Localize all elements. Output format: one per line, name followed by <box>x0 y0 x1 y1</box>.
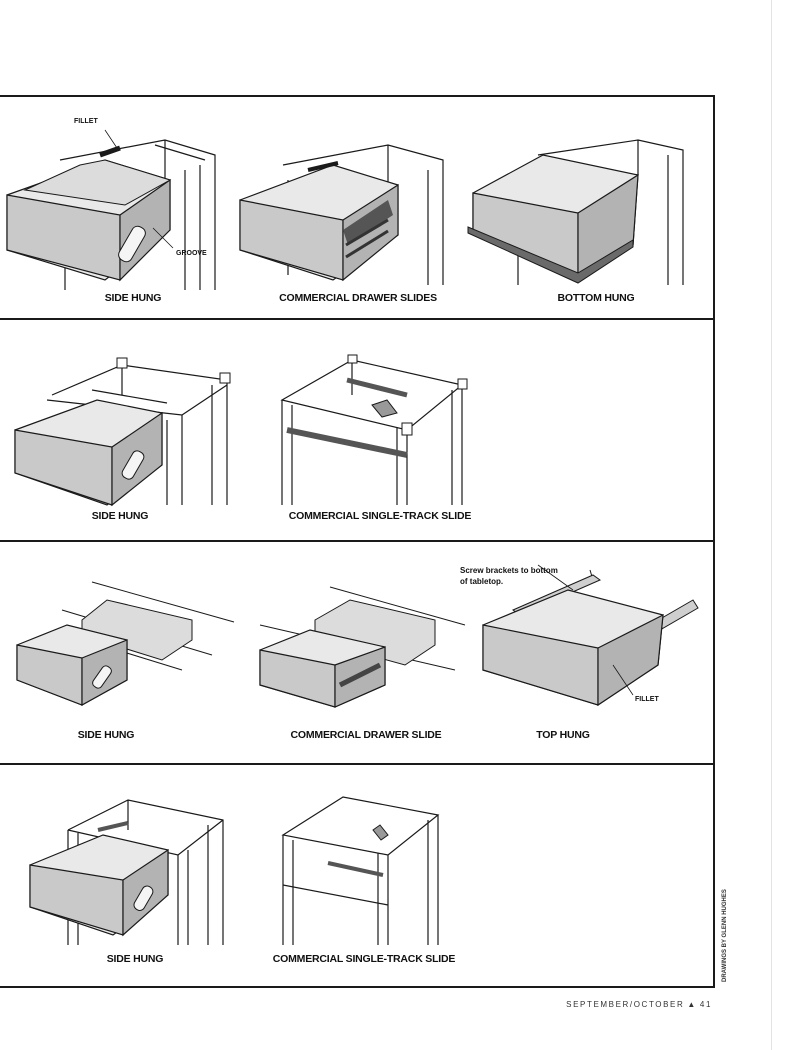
triangle-marker-icon: ▲ <box>687 1000 697 1009</box>
issue-label: SEPTEMBER/OCTOBER <box>566 1000 685 1009</box>
caption-commercial-drawer-slides: COMMERCIAL DRAWER SLIDES <box>279 292 437 304</box>
caption-side-hung: SIDE HUNG <box>104 292 162 304</box>
commercial-drawer-slide-table-illustration <box>259 586 466 708</box>
bottom-hung-drawer-illustration <box>467 139 684 285</box>
fillet-callout: FILLET <box>74 118 98 125</box>
caption-side-hung: SIDE HUNG <box>106 953 164 965</box>
side-hung-drawer-frame-illustration <box>14 357 231 507</box>
side-hung-table-illustration <box>16 581 235 707</box>
commercial-single-track-slide-illustration <box>280 354 468 505</box>
caption-commercial-drawer-slide: COMMERCIAL DRAWER SLIDE <box>290 729 442 741</box>
side-hung-drawer-frame-illustration <box>29 799 224 945</box>
page-edge <box>771 0 772 1050</box>
fillet-callout: FILLET <box>635 696 659 703</box>
caption-side-hung: SIDE HUNG <box>91 510 149 522</box>
page-folio: SEPTEMBER/OCTOBER▲41 <box>566 1000 712 1009</box>
caption-commercial-single-track-slide: COMMERCIAL SINGLE-TRACK SLIDE <box>288 510 472 522</box>
groove-callout: GROOVE <box>176 250 207 257</box>
caption-top-hung: TOP HUNG <box>536 729 590 741</box>
screw-brackets-callout: Screw brackets to bottom of tabletop. <box>460 566 558 586</box>
caption-side-hung: SIDE HUNG <box>77 729 135 741</box>
illustration-credit: DRAWINGS BY GLENN HUGHES <box>722 889 728 982</box>
page-number: 41 <box>699 1000 712 1009</box>
row-divider <box>0 540 715 542</box>
row-divider <box>0 318 715 320</box>
row-divider <box>0 763 715 765</box>
top-hung-drawer-illustration <box>482 564 699 707</box>
commercial-drawer-slides-illustration <box>239 144 444 285</box>
commercial-single-track-slide-illustration <box>281 796 440 945</box>
caption-bottom-hung: BOTTOM HUNG <box>557 292 635 304</box>
side-hung-drawer-illustration <box>6 129 216 290</box>
caption-commercial-single-track-slide: COMMERCIAL SINGLE-TRACK SLIDE <box>272 953 456 965</box>
